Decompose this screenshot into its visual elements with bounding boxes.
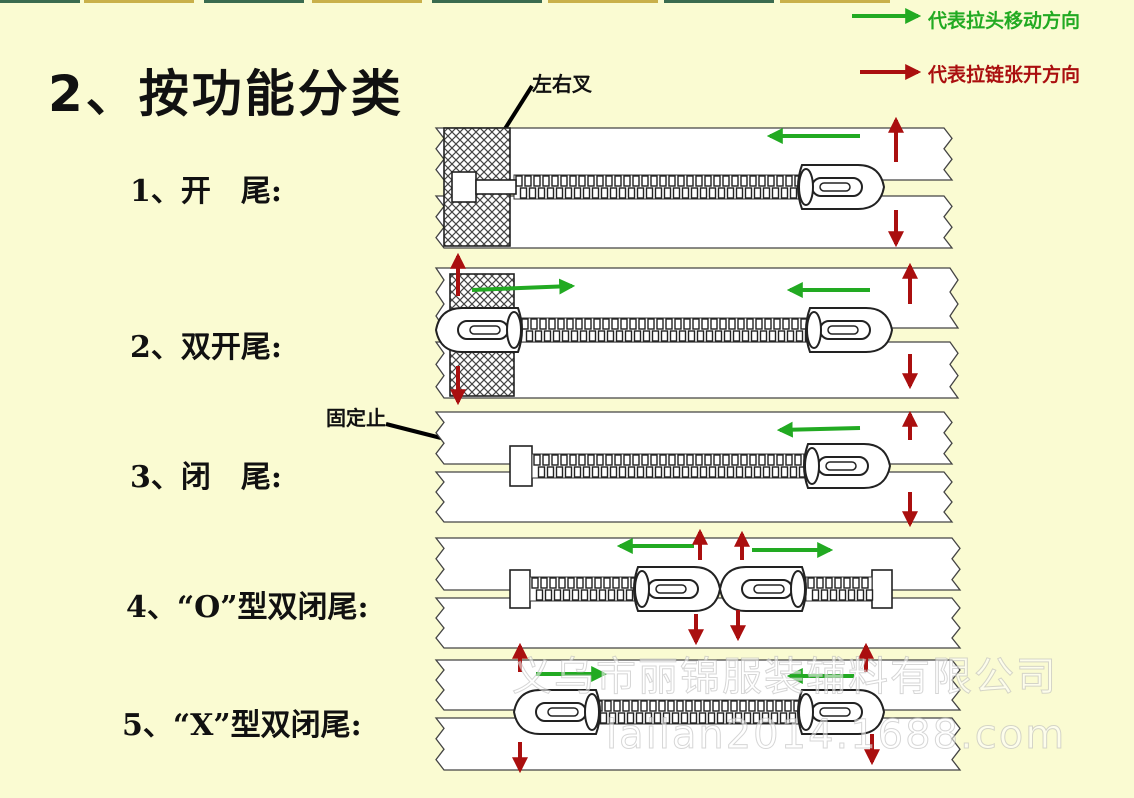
slider-right — [718, 566, 807, 612]
chain-teeth — [531, 453, 816, 479]
slider-left — [512, 689, 601, 735]
slider — [803, 443, 892, 489]
tape-bottom — [434, 341, 960, 399]
row-label-x-type-closed-end: 5、“X”型双闭尾: — [122, 708, 362, 743]
slider-right — [805, 307, 894, 353]
callout-fork-label: 左右叉 — [532, 72, 592, 96]
slider — [797, 164, 886, 210]
chain-teeth — [593, 699, 806, 725]
row-label-o-type-closed-end: 4、“O”型双闭尾: — [126, 590, 369, 625]
slider-direction-arrow — [776, 421, 861, 438]
legend-red-text: 代表拉链张开方向 — [928, 64, 1081, 86]
chain-teeth-right — [805, 576, 874, 602]
slider-left — [633, 566, 722, 612]
row-label-closed-end: 3、闭 尾: — [130, 460, 282, 495]
legend-green-text: 代表拉头移动方向 — [928, 10, 1081, 32]
zipper-open-end — [434, 116, 954, 249]
slider-left — [434, 307, 523, 353]
slider-left-direction-arrow — [471, 278, 576, 295]
fixed-stop-right — [871, 569, 893, 609]
fixed-stop-left — [509, 569, 531, 609]
fixed-stop — [509, 445, 533, 487]
zipper-two-way-open-end — [434, 252, 960, 406]
chain-teeth — [513, 174, 807, 200]
zipper-o-type-closed-end — [434, 528, 962, 649]
pin-box — [451, 171, 477, 203]
zipper-x-type-closed-end — [434, 642, 962, 774]
chain-teeth-left — [529, 576, 643, 602]
insertion-pin — [475, 179, 517, 195]
top-decorative-bar — [0, 0, 1134, 6]
page-title: 2、按功能分类 — [48, 65, 404, 123]
callout-stop-label: 固定止 — [326, 406, 386, 430]
slider-right — [797, 689, 886, 735]
row-label-two-way-open-end: 2、双开尾: — [130, 330, 282, 365]
row-label-open-end: 1、开 尾: — [130, 174, 282, 209]
tape-bottom — [434, 717, 962, 771]
chain-teeth — [519, 317, 813, 343]
zipper-closed-end — [434, 410, 954, 528]
